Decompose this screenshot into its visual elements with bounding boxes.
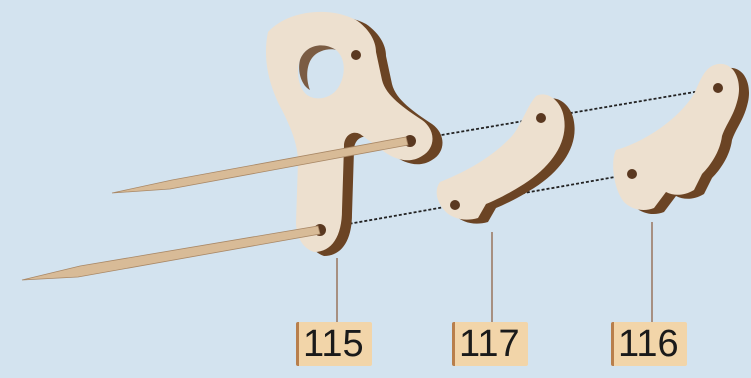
leader-lines — [337, 222, 652, 324]
part-115-top-hole — [351, 50, 361, 60]
part-117-upper-hole — [536, 113, 546, 123]
part-116-lower-hole — [627, 169, 637, 179]
part-116-upper-hole — [713, 83, 723, 93]
part-117-curved-piece — [437, 94, 575, 223]
part-label-115: 115 — [296, 322, 372, 366]
part-label-117: 117 — [452, 322, 528, 366]
lower-dowel — [22, 226, 320, 280]
part-115-plate — [266, 12, 443, 256]
part-117-lower-hole — [450, 200, 460, 210]
upper-dowel — [112, 137, 408, 193]
part-116-piece — [613, 64, 749, 214]
part-label-116: 116 — [611, 322, 687, 366]
